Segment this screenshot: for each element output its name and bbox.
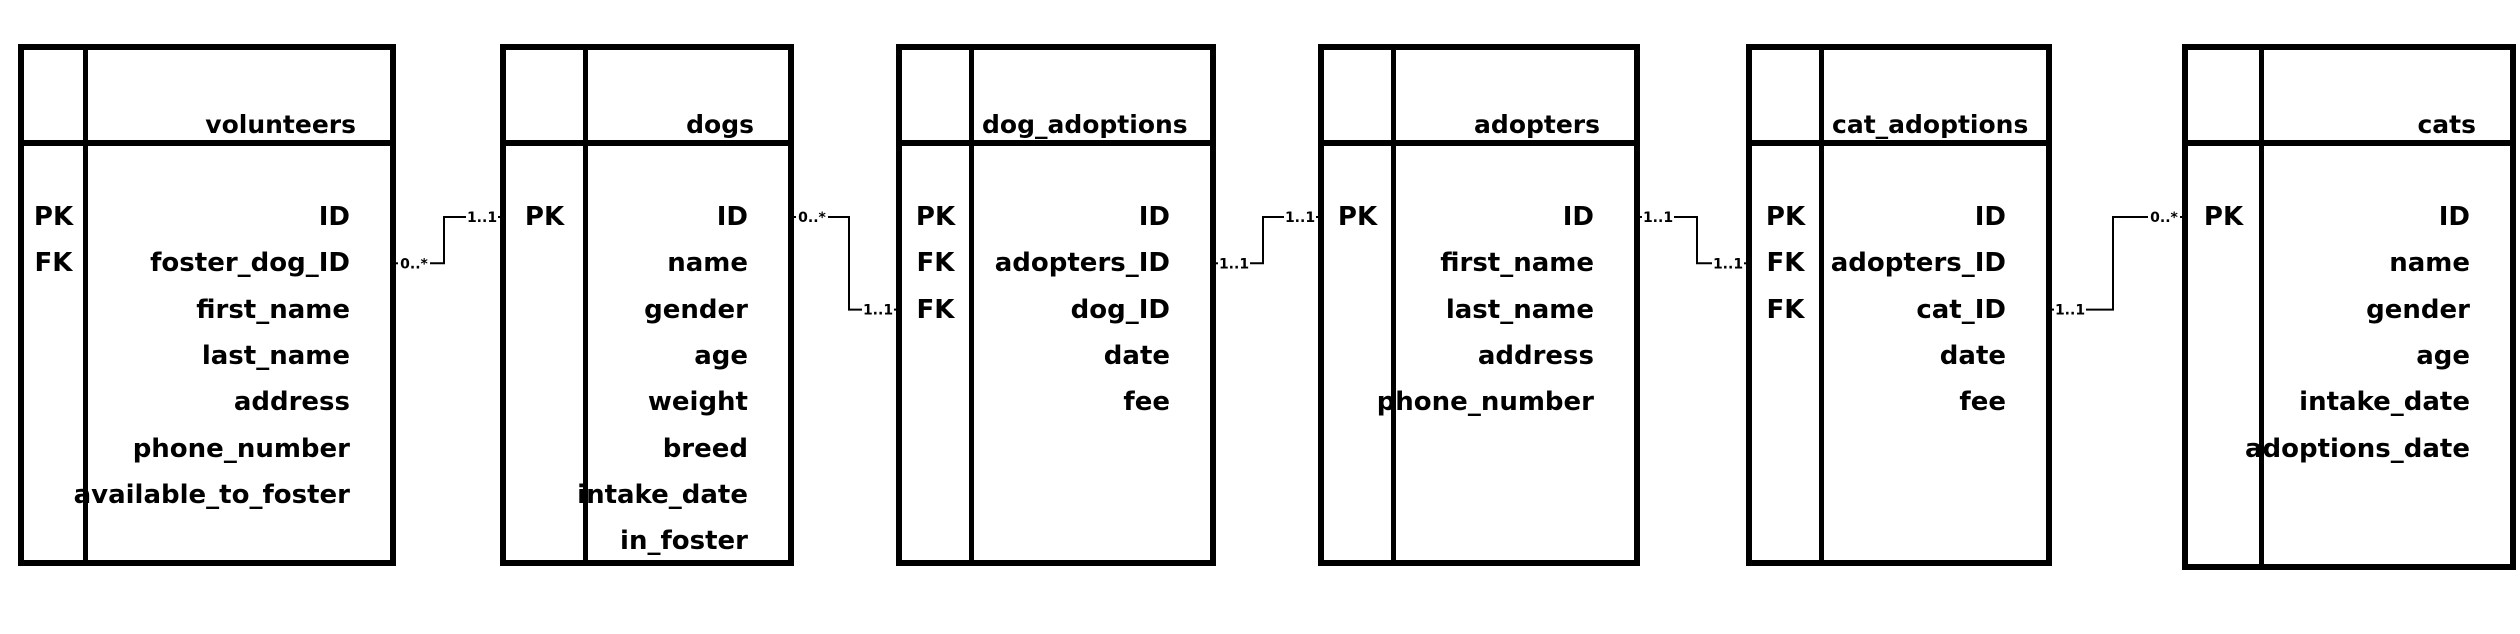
field-fee[interactable]: fee [1959, 387, 2006, 418]
field-ID[interactable]: ID [1974, 202, 2006, 232]
entity-header [506, 50, 788, 146]
primary-key-label: PK [1337, 202, 1378, 232]
key-column [902, 50, 974, 560]
field-ID[interactable]: ID [318, 202, 350, 232]
field-dog-ID[interactable]: dog_ID [1070, 294, 1170, 325]
multiplicity-label: 1..1 [1219, 256, 1249, 272]
field-breed[interactable]: breed [662, 433, 748, 464]
foreign-key-label: FK [916, 294, 955, 325]
field-adoptions-date[interactable]: adoptions_date [2244, 433, 2470, 464]
foreign-key-label: FK [916, 248, 955, 279]
field-available-to-foster[interactable]: available_to_foster [73, 479, 350, 510]
field-ID[interactable]: ID [2438, 202, 2470, 232]
entity-title: cats [2417, 110, 2476, 139]
relationship-connector [2086, 216, 2148, 311]
field-gender[interactable]: gender [644, 294, 748, 325]
entity-title: adopters [1474, 110, 1600, 139]
foreign-key-label: FK [1766, 248, 1805, 279]
field-ID[interactable]: ID [716, 202, 748, 232]
entity-title: volunteers [205, 110, 356, 139]
relationship-connector [1250, 216, 1284, 265]
field-age[interactable]: age [2416, 340, 2470, 371]
field-date[interactable]: date [1939, 340, 2006, 371]
field-gender[interactable]: gender [2366, 294, 2470, 325]
multiplicity-label: 1..1 [467, 210, 497, 226]
relationship-connector [828, 216, 862, 311]
field-phone-number[interactable]: phone_number [132, 433, 350, 464]
field-age[interactable]: age [694, 340, 748, 371]
field-first-name[interactable]: first_name [1440, 248, 1594, 279]
relationship-connector [430, 216, 466, 265]
key-column [506, 50, 588, 560]
key-column [24, 50, 88, 560]
multiplicity-label: 1..1 [1285, 210, 1315, 226]
key-column [2188, 50, 2264, 564]
field-weight[interactable]: weight [647, 387, 748, 418]
field-adopters-ID[interactable]: adopters_ID [994, 248, 1170, 279]
field-foster-dog-ID[interactable]: foster_dog_ID [150, 248, 350, 279]
entity-header [1324, 50, 1634, 146]
entity-header [24, 50, 390, 146]
field-phone-number[interactable]: phone_number [1376, 387, 1594, 418]
field-address[interactable]: address [1477, 340, 1594, 371]
field-intake-date[interactable]: intake_date [2299, 387, 2470, 418]
key-column [1752, 50, 1824, 560]
field-ID[interactable]: ID [1562, 202, 1594, 232]
entity-header [902, 50, 1210, 146]
primary-key-label: PK [1765, 202, 1806, 232]
entity-header [2188, 50, 2510, 146]
field-address[interactable]: address [233, 387, 350, 418]
multiplicity-label: 0..* [2150, 210, 2178, 226]
entity-title: dogs [686, 110, 754, 139]
multiplicity-label: 0..* [798, 210, 826, 226]
field-date[interactable]: date [1103, 340, 1170, 371]
foreign-key-label: FK [34, 248, 73, 279]
entity-title: dog_adoptions [982, 110, 1188, 139]
entity-header [1752, 50, 2046, 146]
field-last-name[interactable]: last_name [1445, 294, 1594, 325]
field-name[interactable]: name [667, 248, 748, 279]
field-intake-date[interactable]: intake_date [577, 479, 748, 510]
primary-key-label: PK [2203, 202, 2244, 232]
primary-key-label: PK [524, 202, 565, 232]
multiplicity-label: 1..1 [2055, 303, 2085, 319]
multiplicity-label: 0..* [400, 256, 428, 272]
field-fee[interactable]: fee [1123, 387, 1170, 418]
primary-key-label: PK [915, 202, 956, 232]
primary-key-label: PK [33, 202, 74, 232]
field-ID[interactable]: ID [1138, 202, 1170, 232]
entity-title: cat_adoptions [1832, 110, 2029, 139]
field-name[interactable]: name [2389, 248, 2470, 279]
field-cat-ID[interactable]: cat_ID [1916, 294, 2006, 325]
multiplicity-label: 1..1 [1713, 256, 1743, 272]
multiplicity-label: 1..1 [1643, 210, 1673, 226]
foreign-key-label: FK [1766, 294, 1805, 325]
field-first-name[interactable]: first_name [196, 294, 350, 325]
field-adopters-ID[interactable]: adopters_ID [1830, 248, 2006, 279]
key-column [1324, 50, 1396, 560]
multiplicity-label: 1..1 [863, 303, 893, 319]
field-in-foster[interactable]: in_foster [620, 526, 748, 557]
relationship-connector [1674, 216, 1712, 265]
field-last-name[interactable]: last_name [201, 340, 350, 371]
